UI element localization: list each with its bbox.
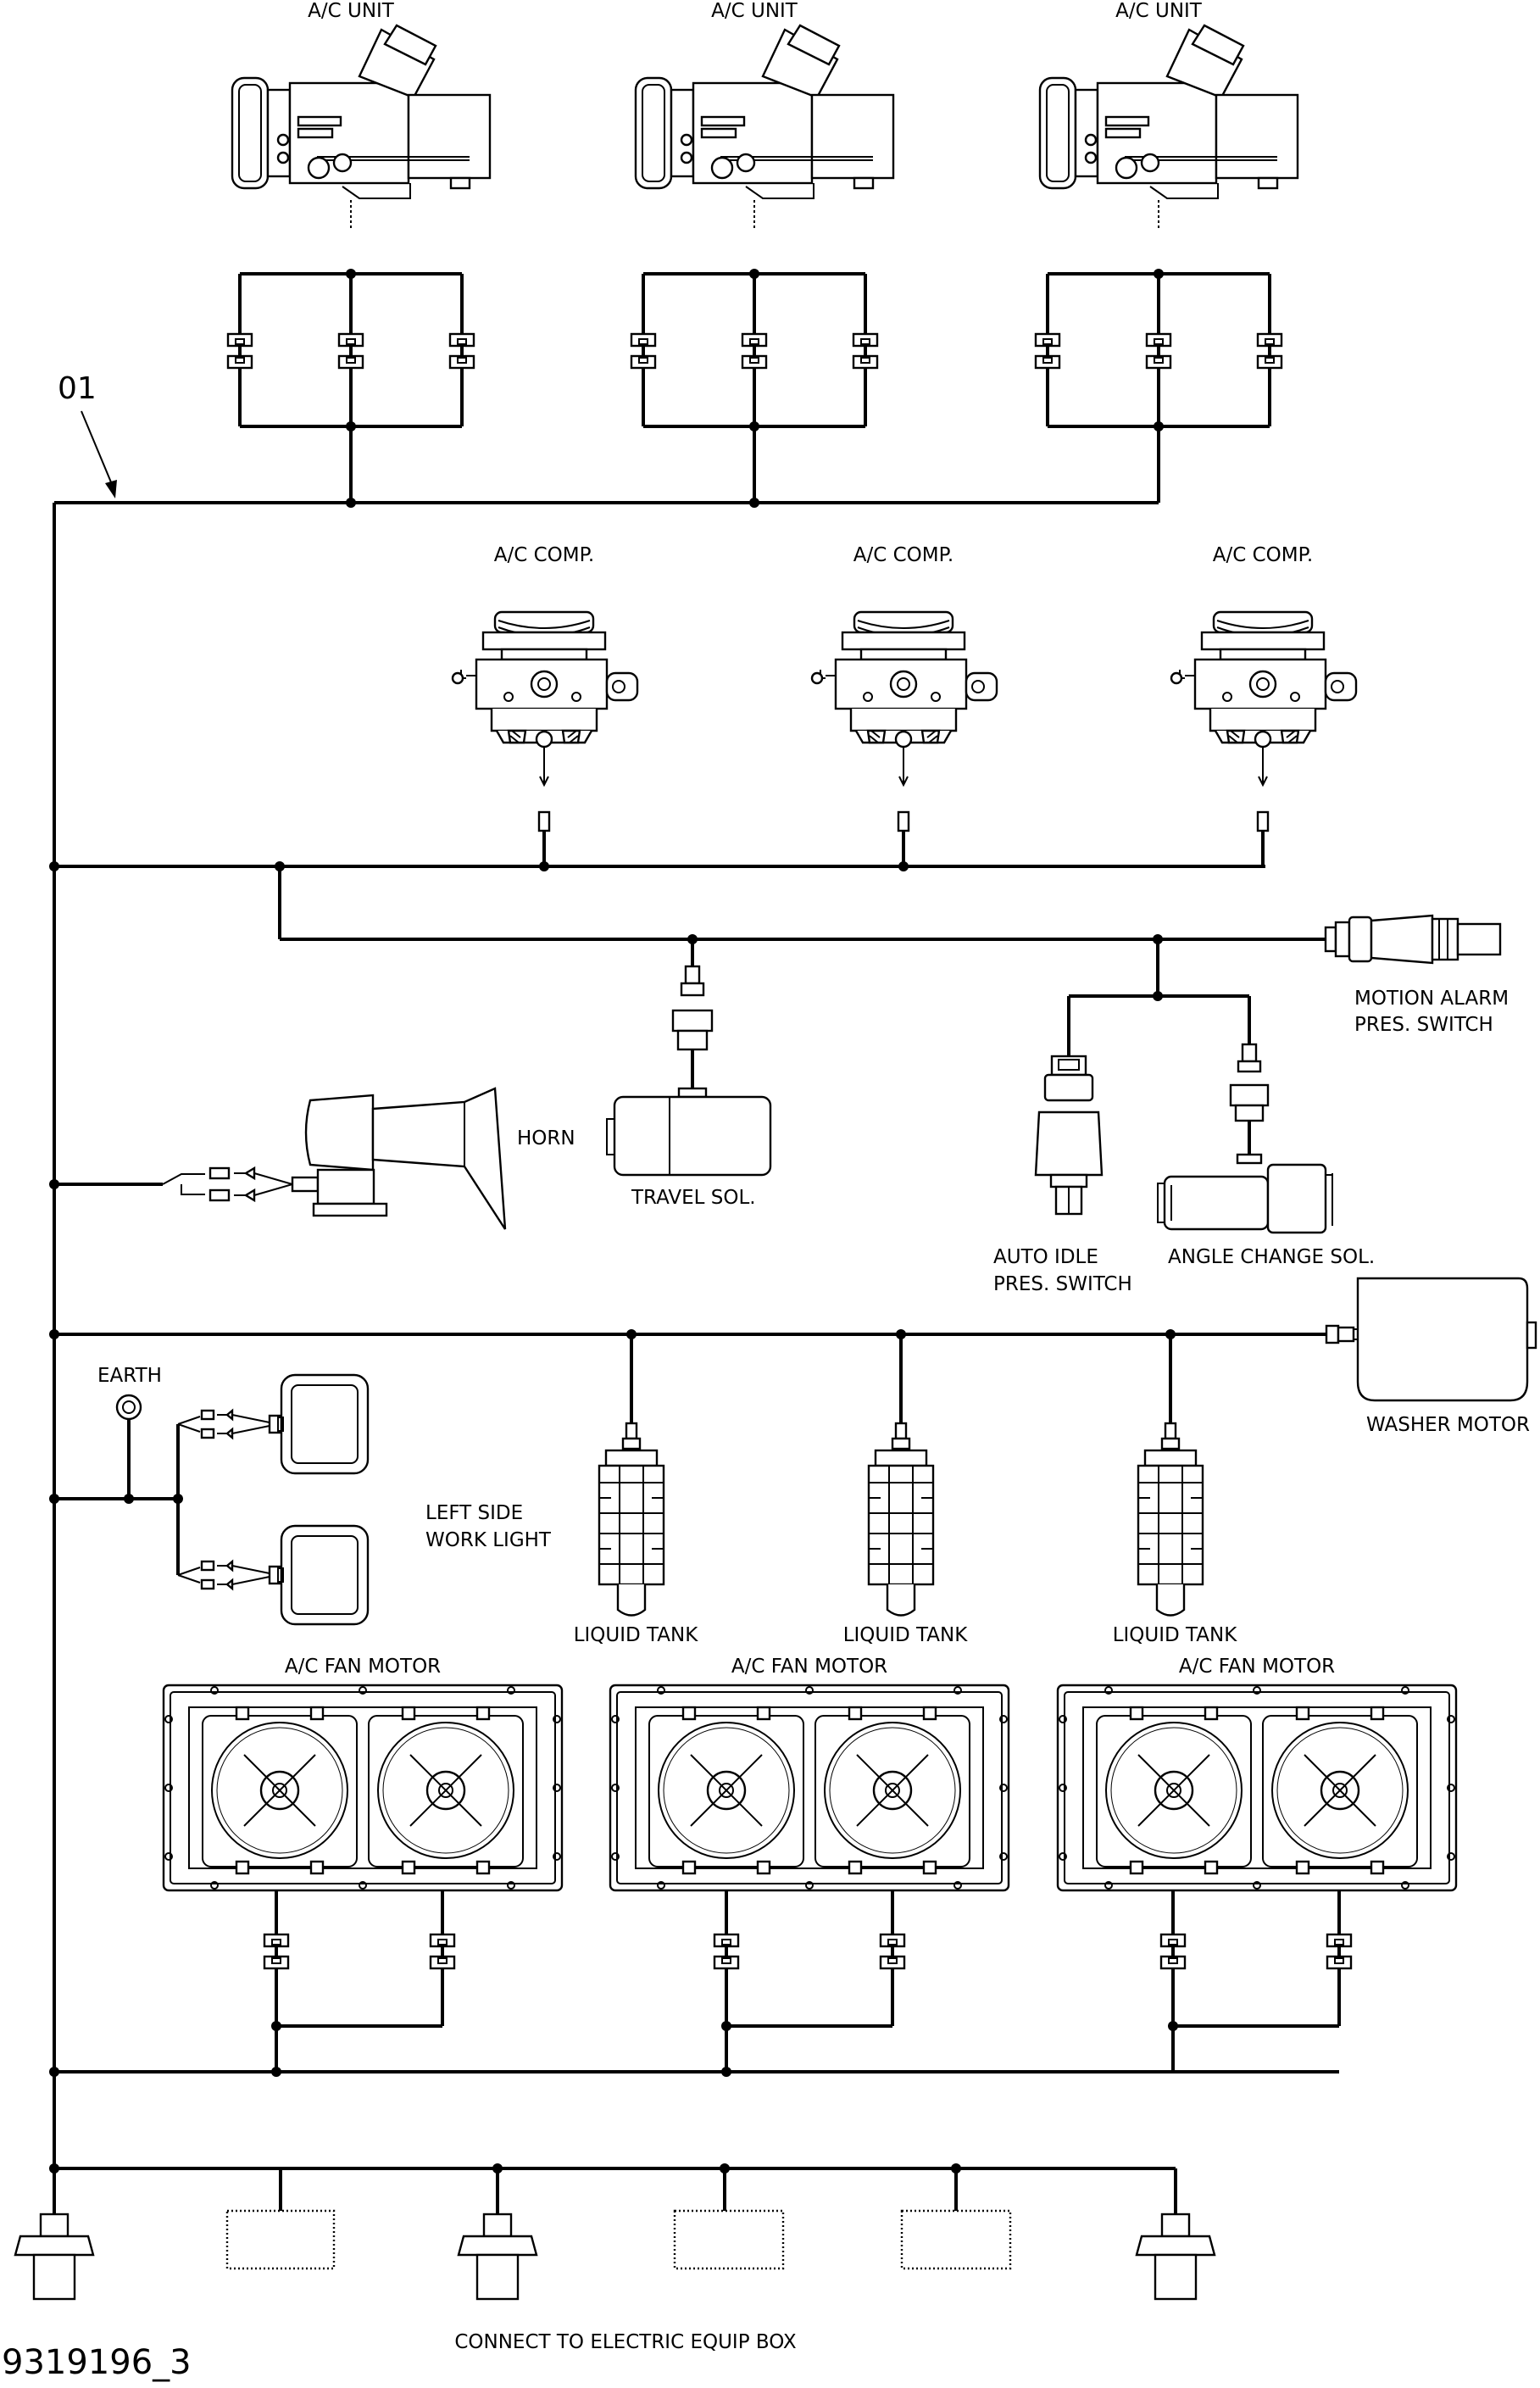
motion-alarm-label-1: MOTION ALARM: [1354, 988, 1509, 1010]
ac-compressor-2: [810, 610, 998, 868]
ac-compressor-group: A/C COMP. A/C COMP. A/C COMP.: [451, 544, 1358, 871]
ac-compressor-1: [451, 610, 639, 868]
auto-idle-pres-switch: AUTO IDLE PRES. SWITCH: [993, 1055, 1132, 1295]
liquid-tank-1: [598, 1333, 665, 1617]
ac-unit-3: [1034, 24, 1299, 503]
ac-unit-label-2: A/C UNIT: [711, 0, 798, 22]
liquid-tank-label-3: LIQUID TANK: [1113, 1624, 1238, 1646]
auto-idle-label-2: PRES. SWITCH: [993, 1273, 1132, 1295]
ac-unit-label-3: A/C UNIT: [1115, 0, 1203, 22]
ac-fan-motor-3: [1056, 1684, 1458, 1892]
ac-comp-label-3: A/C COMP.: [1213, 544, 1313, 566]
ac-fan-motor-group: A/C FAN MOTOR A/C FAN MOTOR A/C FAN MOTO…: [162, 1656, 1458, 2077]
round-connector-1: [14, 2168, 95, 2301]
ac-fan-motor-label-2: A/C FAN MOTOR: [731, 1656, 887, 1678]
liquid-tank-group: LIQUID TANK LIQUID TANK LIQUID TANK: [574, 1329, 1238, 1646]
ac-fan-motor-2: [609, 1684, 1010, 1892]
round-connector-3: [1135, 2168, 1216, 2301]
liquid-tank-3: [1137, 1333, 1204, 1617]
washer-motor: WASHER MOTOR: [1325, 1277, 1537, 1436]
angle-change-sol-label: ANGLE CHANGE SOL.: [1168, 1246, 1375, 1268]
motion-alarm-pres-switch: MOTION ALARM PRES. SWITCH: [1324, 914, 1509, 1036]
round-connector-2: [457, 2163, 538, 2301]
motion-alarm-label-2: PRES. SWITCH: [1354, 1014, 1493, 1036]
electric-equip-box-connectors: CONNECT TO ELECTRIC EQUIP BOX: [14, 2163, 1216, 2353]
washer-motor-label: WASHER MOTOR: [1366, 1414, 1530, 1436]
liquid-tank-2: [867, 1333, 935, 1617]
box-connector-1: [225, 2168, 336, 2270]
auto-idle-label-1: AUTO IDLE: [993, 1246, 1098, 1268]
horn-label: HORN: [517, 1127, 575, 1149]
ac-fan-motor-1: [162, 1684, 564, 1892]
liquid-tank-label-1: LIQUID TANK: [574, 1624, 699, 1646]
ac-unit-2: [630, 24, 895, 508]
ac-comp-label-1: A/C COMP.: [494, 544, 594, 566]
horn: HORN: [162, 1087, 575, 1230]
reference-number: 01: [58, 371, 97, 406]
drawing-number: 9319196_3: [2, 2343, 192, 2382]
ac-comp-label-2: A/C COMP.: [853, 544, 953, 566]
travel-solenoid: TRAVEL SOL.: [606, 934, 772, 1209]
box-connector-3: [900, 2163, 1012, 2270]
ac-fan-motor-label-1: A/C FAN MOTOR: [285, 1656, 441, 1678]
work-light-label-1: LEFT SIDE: [425, 1502, 523, 1524]
travel-sol-label: TRAVEL SOL.: [631, 1187, 756, 1209]
connect-box-label: CONNECT TO ELECTRIC EQUIP BOX: [454, 2331, 797, 2353]
work-light-lower: [200, 1524, 370, 1626]
work-light-upper: [200, 1373, 370, 1475]
ac-compressor-3: [1170, 610, 1358, 868]
angle-change-solenoid: ANGLE CHANGE SOL.: [1157, 1043, 1375, 1268]
ac-unit-label-1: A/C UNIT: [308, 0, 395, 22]
auto-idle-angle-change-branch: [1067, 934, 1251, 1056]
ac-fan-motor-label-3: A/C FAN MOTOR: [1179, 1656, 1335, 1678]
main-harness: [49, 501, 1339, 2174]
box-connector-2: [673, 2163, 785, 2270]
reference-callout-01: 01: [58, 371, 117, 498]
work-light-label-2: WORK LIGHT: [425, 1529, 552, 1551]
liquid-tank-label-2: LIQUID TANK: [843, 1624, 969, 1646]
earth-label: EARTH: [97, 1365, 162, 1387]
left-side-work-light: LEFT SIDE WORK LIGHT: [173, 1373, 552, 1626]
ac-unit-group: A/C UNIT A/C UNIT A/C UNIT: [226, 0, 1299, 508]
ac-unit-1: [226, 24, 492, 508]
earth-ground: EARTH: [97, 1365, 162, 1504]
